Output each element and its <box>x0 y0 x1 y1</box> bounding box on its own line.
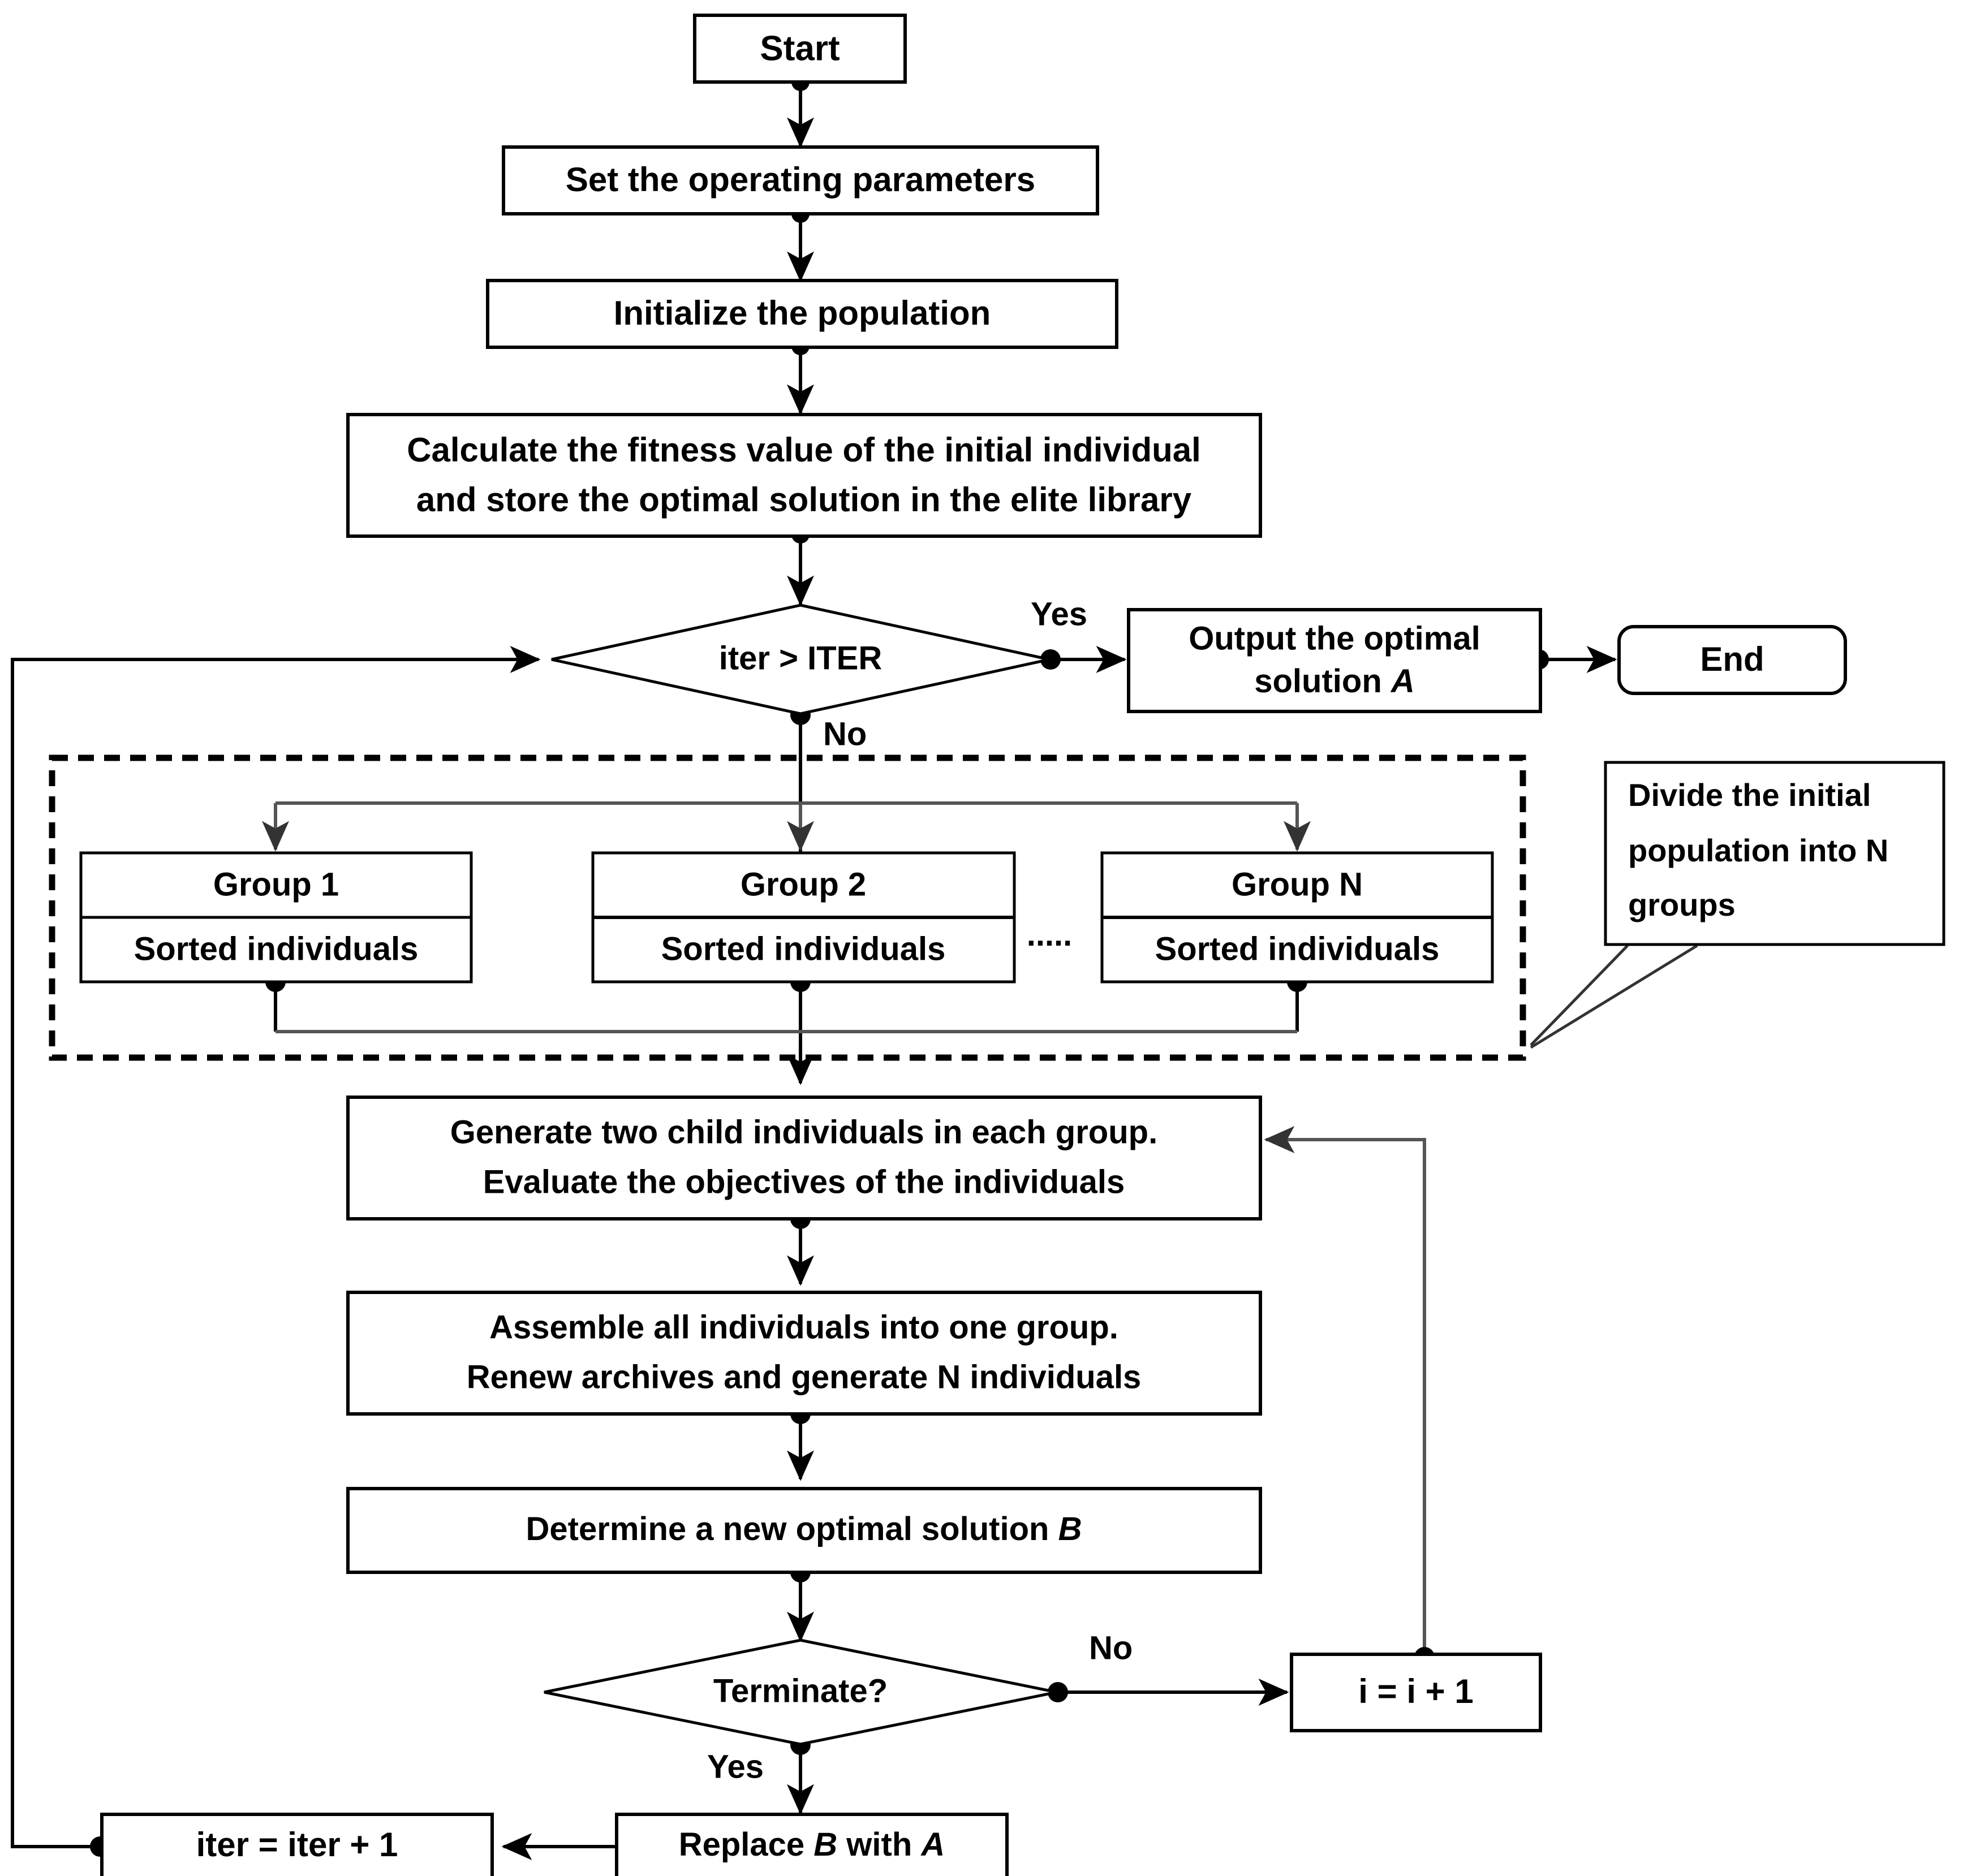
edge-iter-yes-to-output <box>1040 646 1127 673</box>
assemble-line2: Renew archives and generate N individual… <box>467 1359 1142 1395</box>
node-assemble-individuals[interactable]: Assemble all individuals into one group.… <box>346 1291 1262 1416</box>
replace-b-with-a-label: Replace B with A <box>679 1826 945 1863</box>
node-end[interactable]: End <box>1617 625 1847 695</box>
i-increment-label: i = i + 1 <box>1358 1672 1473 1710</box>
edge-label-terminate-yes: Yes <box>707 1748 764 1785</box>
edge-label-iter-no: No <box>823 715 867 752</box>
output-optimal-line1: Output the optimal <box>1189 620 1480 657</box>
iter-decision-label: iter > ITER <box>719 640 882 676</box>
replace-middle: with <box>837 1826 921 1863</box>
edge-terminate-yes-to-replace <box>787 1735 814 1815</box>
callout-line-2: population into N <box>1628 833 1888 868</box>
group-ellipsis-label: ..... <box>1027 916 1073 953</box>
group-n-body: Sorted individuals <box>1155 930 1440 967</box>
start-label: Start <box>760 29 840 68</box>
generate-children-line2: Evaluate the objectives of the individua… <box>483 1163 1125 1200</box>
determine-solution-b-label: Determine a new optimal solution B <box>526 1511 1082 1547</box>
edge-label-terminate-no: No <box>1089 1629 1133 1666</box>
iter-increment-label: iter = iter + 1 <box>196 1826 398 1864</box>
set-parameters-label: Set the operating parameters <box>566 161 1035 199</box>
output-optimal-line2: solution A <box>1254 663 1415 700</box>
initialize-population-label: Initialize the population <box>614 294 991 332</box>
callout-line-1: Divide the initial <box>1628 777 1871 813</box>
group-n-header: Group N <box>1232 866 1363 903</box>
group-partition-region <box>49 754 1526 1061</box>
node-group-2[interactable]: Group 2 Sorted individuals <box>591 851 1016 984</box>
output-optimal-line2-prefix: solution <box>1254 663 1391 700</box>
terminate-decision-label: Terminate? <box>713 1672 888 1709</box>
node-terminate-decision[interactable]: Terminate? <box>544 1638 1057 1746</box>
replace-italic-a: A <box>920 1826 945 1863</box>
determine-solution-b-italic: B <box>1058 1511 1082 1547</box>
edge-group-fanout-bus <box>262 801 1311 852</box>
edge-label-iter-yes: Yes <box>1031 596 1087 632</box>
node-set-parameters[interactable]: Set the operating parameters <box>502 145 1099 215</box>
replace-prefix: Replace <box>679 1826 814 1863</box>
node-iter-increment[interactable]: iter = iter + 1 <box>100 1813 494 1876</box>
edge-setparams-to-init <box>787 205 814 282</box>
node-calculate-fitness[interactable]: Calculate the fitness value of the initi… <box>346 413 1262 538</box>
callout-divide-population: Divide the initial population into N gro… <box>1604 761 1945 946</box>
node-determine-solution-b[interactable]: Determine a new optimal solution B <box>346 1487 1262 1574</box>
node-start[interactable]: Start <box>693 14 907 84</box>
node-replace-b-with-a[interactable]: Replace B with A <box>615 1813 1009 1876</box>
node-group-n[interactable]: Group N Sorted individuals <box>1100 851 1494 984</box>
callout-pointer <box>1530 944 1698 1049</box>
calculate-fitness-line1: Calculate the fitness value of the initi… <box>407 431 1201 469</box>
node-output-optimal-solution[interactable]: Output the optimal solution A <box>1127 608 1542 713</box>
node-iter-decision[interactable]: iter > ITER <box>551 603 1050 715</box>
determine-solution-b-prefix: Determine a new optimal solution <box>526 1511 1058 1547</box>
generate-children-line1: Generate two child individuals in each g… <box>450 1114 1157 1150</box>
edge-start-to-setparams <box>787 73 814 148</box>
node-group-1[interactable]: Group 1 Sorted individuals <box>79 851 473 984</box>
output-optimal-line2-italic: A <box>1390 663 1415 700</box>
group-2-header: Group 2 <box>741 866 866 903</box>
edge-terminate-no-to-increment <box>1048 1679 1289 1706</box>
replace-italic-b: B <box>813 1826 837 1863</box>
node-initialize-population[interactable]: Initialize the population <box>486 279 1118 349</box>
group-1-header: Group 1 <box>213 866 339 903</box>
node-generate-children[interactable]: Generate two child individuals in each g… <box>346 1096 1262 1221</box>
group-1-body: Sorted individuals <box>134 930 419 967</box>
node-i-increment[interactable]: i = i + 1 <box>1290 1653 1542 1732</box>
end-label: End <box>1700 640 1764 678</box>
assemble-line1: Assemble all individuals into one group. <box>489 1309 1118 1345</box>
calculate-fitness-line2: and store the optimal solution in the el… <box>416 481 1192 519</box>
group-2-body: Sorted individuals <box>661 930 946 967</box>
callout-line-3: groups <box>1628 887 1736 922</box>
